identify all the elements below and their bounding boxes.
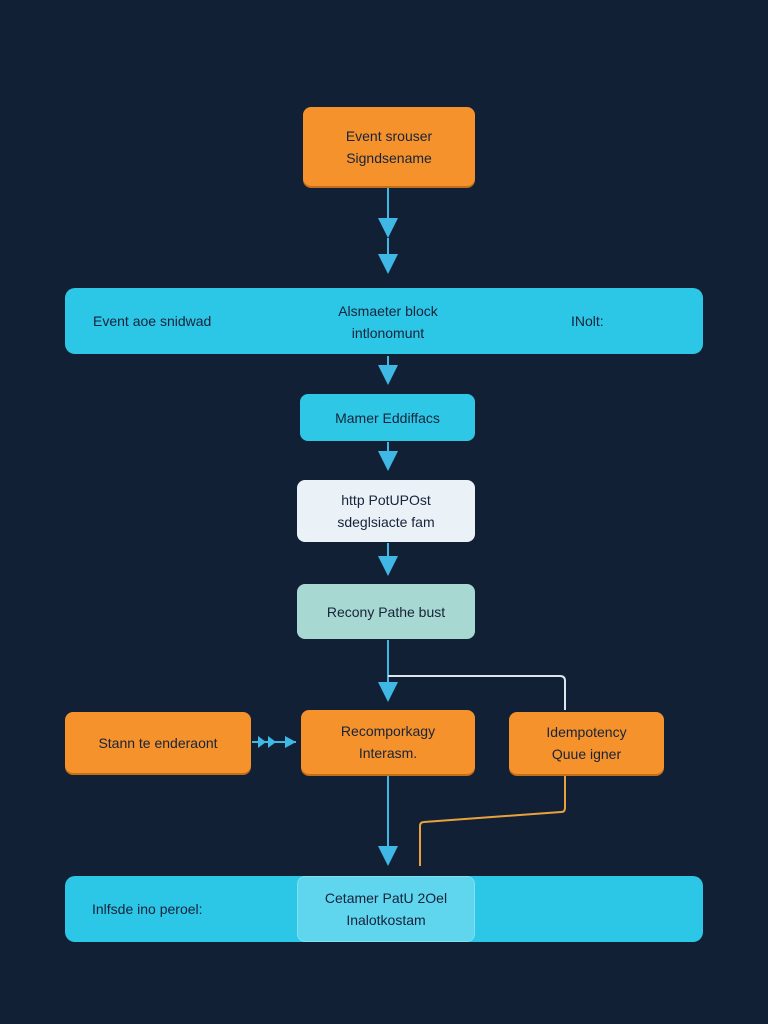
- recon-title: Recomporkagy: [340, 723, 436, 739]
- recon-node: Recomporkagy Interasm.: [301, 710, 475, 774]
- chevron-stamp-3: [285, 736, 296, 748]
- top-band-center-title: Alsmaeter block: [338, 303, 438, 319]
- top-band-left-label: Event aoe snidwad: [93, 313, 212, 329]
- chevron-stamp-1: [258, 736, 266, 748]
- idempotency-node: Idempotency Quue igner: [509, 712, 664, 774]
- top-band: [65, 288, 703, 354]
- bottom-band-left-label: Inlfsde ino peroel:: [92, 901, 203, 917]
- idempotency-subtitle: Quue igner: [551, 746, 622, 762]
- top-band-center-subtitle: intlonomunt: [351, 325, 425, 341]
- event-source-node: Event srouser Signdsename: [303, 107, 475, 186]
- recovery-label: Recony Pathe bust: [326, 603, 446, 620]
- chevron-stamp-2: [268, 736, 276, 748]
- top-band-right-label: INolt:: [571, 313, 604, 329]
- connector-idempotency-to-band-bottom: [419, 776, 566, 866]
- bottom-band-card: Cetamer PatU 2Oel Inalotkostam: [297, 876, 475, 942]
- recon-subtitle: Interasm.: [358, 745, 418, 761]
- event-source-title: Event srouser: [345, 127, 433, 144]
- event-source-subtitle: Signdsename: [346, 149, 432, 166]
- connector-recovery-to-idempotency: [388, 675, 566, 710]
- bottom-card-title: Cetamer PatU 2Oel: [324, 890, 448, 906]
- idempotency-title: Idempotency: [546, 724, 627, 740]
- stamp-label: Stann te enderaont: [98, 734, 218, 751]
- top-band-center-block: Alsmaeter block intlonomunt: [300, 297, 476, 347]
- http-title: http PotUPOst: [341, 492, 431, 508]
- manner-label: Mamer Eddiffacs: [335, 409, 440, 426]
- recovery-node: Recony Pathe bust: [297, 584, 475, 639]
- http-subtitle: sdeglsiacte fam: [337, 514, 435, 530]
- manner-node: Mamer Eddiffacs: [300, 394, 475, 441]
- http-node: http PotUPOst sdeglsiacte fam: [297, 480, 475, 542]
- bottom-card-subtitle: Inalotkostam: [346, 912, 426, 928]
- stamp-node: Stann te enderaont: [65, 712, 251, 773]
